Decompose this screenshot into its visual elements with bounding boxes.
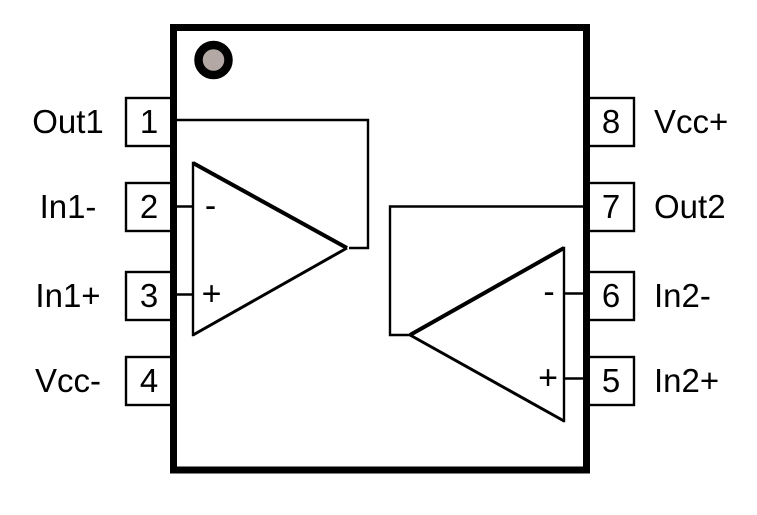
pin8-number: 8 <box>601 103 621 140</box>
pin3-number: 3 <box>139 277 159 314</box>
pin1-label: Out1 <box>32 103 104 140</box>
opamp2-inverting-sign: - <box>543 273 555 311</box>
pin5-label: In2+ <box>654 362 720 399</box>
pin7-number: 7 <box>601 188 621 225</box>
opamp2-noninverting-sign: + <box>538 359 558 397</box>
pin8-label: Vcc+ <box>654 103 729 140</box>
pin2-box <box>124 181 174 233</box>
pin6-label: In2- <box>654 277 711 314</box>
opamp1-shape <box>177 118 370 337</box>
opamp2-output-wire <box>388 205 587 337</box>
pin5-number: 5 <box>601 362 621 399</box>
opamp1-output-feedback-wire <box>177 118 370 250</box>
pin7-label: Out2 <box>654 188 726 225</box>
pin1-number: 1 <box>139 103 159 140</box>
pin4-label: Vcc- <box>35 362 101 399</box>
pin6-number: 6 <box>601 277 621 314</box>
pin1-box <box>124 96 174 148</box>
pin4-number: 4 <box>139 362 159 399</box>
pin2-label: In1- <box>39 188 97 225</box>
pin3-label: In1+ <box>35 277 101 314</box>
pin2-number: 2 <box>139 188 159 225</box>
opamp1-noninverting-sign: + <box>201 275 222 313</box>
pin6-box <box>586 270 636 322</box>
opamp2-shape <box>388 205 588 423</box>
pin8-box <box>586 96 636 148</box>
pin3-box <box>124 270 174 322</box>
opamp1-inverting-sign: - <box>204 187 217 225</box>
pin1-indicator-dot <box>194 40 233 80</box>
